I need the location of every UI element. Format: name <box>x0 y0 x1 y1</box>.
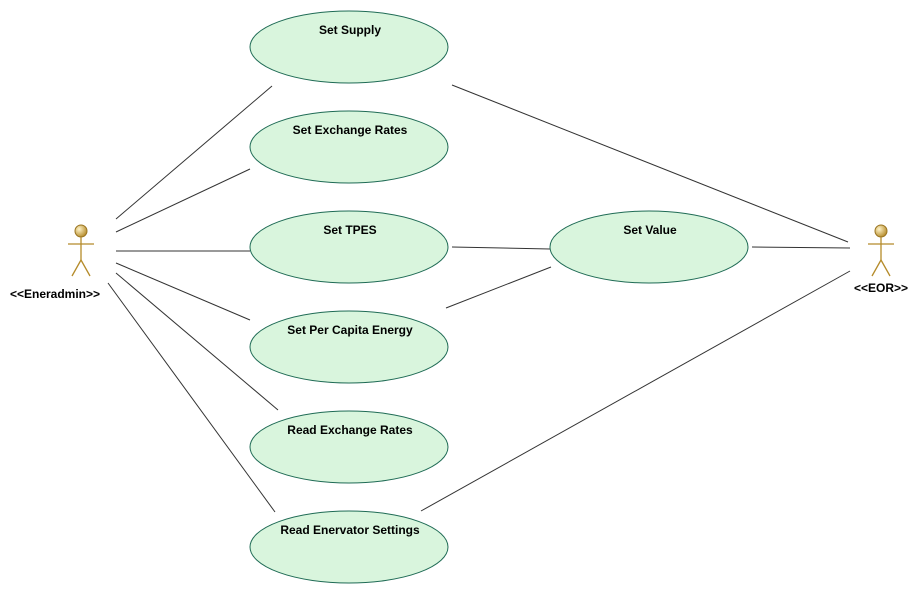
use-case-shape <box>249 210 449 284</box>
actor-label: <<Eneradmin>> <box>10 287 100 301</box>
use-case-shape <box>249 110 449 184</box>
use-case-set-tpes[interactable]: Set TPES <box>249 210 449 284</box>
association-read-enervator-settings-eor <box>420 270 851 512</box>
association-eneradmin-set-exchange-rates <box>115 168 251 233</box>
use-case-set-per-capita-energy[interactable]: Set Per Capita Energy <box>249 310 449 384</box>
association-set-tpes-set-value <box>451 246 551 250</box>
use-case-label: Read Exchange Rates <box>287 423 413 437</box>
use-case-shape <box>249 10 449 84</box>
use-case-set-value[interactable]: Set Value <box>549 210 749 284</box>
use-case-label: Set TPES <box>323 223 376 237</box>
use-case-set-exchange-rates[interactable]: Set Exchange Rates <box>249 110 449 184</box>
actor-label: <<EOR>> <box>854 281 908 295</box>
associations <box>107 84 851 513</box>
use-case-label: Set Exchange Rates <box>293 123 408 137</box>
association-eneradmin-read-enervator-settings <box>107 282 276 513</box>
association-set-per-capita-energy-set-value <box>445 266 552 309</box>
use-case-read-exchange-rates[interactable]: Read Exchange Rates <box>249 410 449 484</box>
stick-figure-icon <box>68 224 94 277</box>
use-case-shape <box>249 310 449 384</box>
actor-eneradmin[interactable]: <<Eneradmin>> <box>10 224 100 301</box>
association-eneradmin-set-supply <box>115 85 273 220</box>
association-set-supply-eor <box>451 84 849 243</box>
use-case-label: Set Supply <box>319 23 381 37</box>
actor-eor[interactable]: <<EOR>> <box>854 224 908 295</box>
use-case-shape <box>249 510 449 584</box>
association-set-value-eor <box>751 246 851 249</box>
association-eneradmin-set-per-capita-energy <box>115 262 251 321</box>
use-case-shape <box>249 410 449 484</box>
use-case-read-enervator-settings[interactable]: Read Enervator Settings <box>249 510 449 584</box>
use-case-set-supply[interactable]: Set Supply <box>249 10 449 84</box>
use-case-label: Read Enervator Settings <box>280 523 420 537</box>
use-case-shape <box>549 210 749 284</box>
stick-figure-icon <box>868 224 894 277</box>
association-eneradmin-read-exchange-rates <box>115 272 279 411</box>
use-case-label: Set Value <box>623 223 677 237</box>
use-case-label: Set Per Capita Energy <box>287 323 413 337</box>
